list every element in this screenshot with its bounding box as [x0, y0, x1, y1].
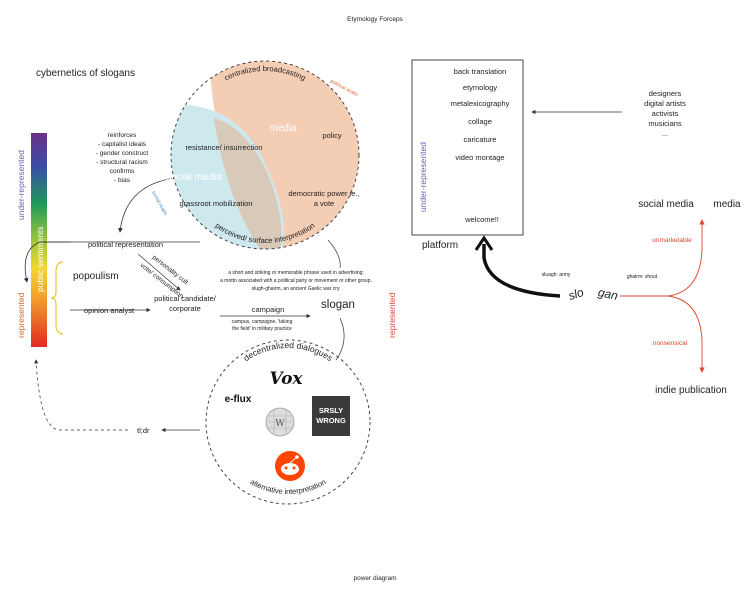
platform-item: caricature	[464, 135, 497, 144]
democratic-power-label: democratic power ie.,	[288, 189, 359, 198]
reinforces-item: - structural racism	[96, 159, 148, 166]
forceps-gan: gan	[597, 285, 620, 303]
grassroot-label: grassroot mobilization	[180, 199, 253, 208]
slogan-definition-line: slugh-ghairm, an ancient Gaelic war cry.	[252, 286, 341, 292]
decentralized-dialogues-arc: decentralized dialogues	[242, 340, 335, 363]
sluagh-note: sluagh: army	[542, 272, 571, 278]
campaign-note-2: the field' in military practice	[232, 326, 292, 332]
reinforces-item: - capitalist ideals	[98, 141, 147, 148]
slogan-to-circle-curve	[327, 239, 341, 269]
slogan-definition-line: a short and striking or memorable phrase…	[228, 270, 364, 276]
dialogues-outline	[205, 339, 371, 505]
slogan-to-dialogues-curve	[335, 317, 345, 361]
spectrum-bracket	[50, 261, 64, 335]
reinforces-item: - gender construct	[96, 150, 149, 157]
creator-item: activists	[652, 109, 679, 118]
footer-caption: power diagram	[354, 575, 397, 582]
creator-item: ...	[662, 129, 668, 138]
reinforces-list: reinforces - capitalist ideals - gender …	[96, 132, 149, 184]
forceps-social-media: social media	[638, 199, 694, 210]
social-media-label: social media	[166, 172, 222, 183]
resistance-label: resistance/ insurrection	[185, 143, 262, 152]
spectrum-label-public: public sentiments	[35, 226, 45, 292]
media-realm-outline	[170, 60, 360, 250]
reinforces-arrow	[118, 177, 176, 233]
unmarketable-label: unmarketable	[652, 237, 692, 244]
candidate-arrow	[137, 253, 181, 291]
political-representation-label: political representation	[88, 240, 163, 249]
nonsensical-label: nonsensical	[653, 340, 688, 347]
reinforces-item: - bias	[114, 177, 131, 184]
spectrum-label-represented: represented	[16, 292, 26, 338]
media-realm-circle: centralized broadcasting perceived/ surf…	[150, 60, 360, 250]
dialogues-circle: decentralized dialogues alternative inte…	[205, 339, 371, 505]
social-realm-label: social realm	[150, 190, 168, 216]
reinforces-item: reinforces	[108, 132, 137, 139]
overlap-region	[214, 118, 282, 249]
forceps-curve-up	[667, 219, 705, 297]
creator-item: digital artists	[644, 99, 686, 108]
page-title: Etymology Forceps	[347, 16, 403, 23]
wrong-text: WRONG	[316, 416, 346, 425]
political-candidate-label: political candidate/	[154, 294, 217, 303]
popoulism-label: popoulism	[73, 271, 119, 282]
creator-item: musicians	[648, 119, 682, 128]
media-label: media	[269, 123, 297, 134]
democratic-power-label-2: a vote	[314, 199, 334, 208]
eflux-logo: e-flux	[225, 394, 252, 405]
platform-item: video montage	[455, 153, 504, 162]
spectrum-loop-curve	[23, 241, 70, 283]
tldr-return-path	[34, 359, 128, 431]
campaign-note: campus, campagne, 'taking	[232, 319, 293, 325]
reinforces-item: confirms	[110, 168, 135, 175]
represented-right-label: represented	[387, 292, 397, 338]
platform-item: metalexicography	[451, 99, 510, 108]
platform-box	[411, 59, 524, 236]
spectrum-label-under: under-represented	[16, 150, 26, 220]
campaign-label: campaign	[252, 305, 285, 314]
forceps-arrowhead	[474, 235, 494, 251]
platform-item: collage	[468, 117, 492, 126]
vox-logo: Vox	[269, 369, 303, 389]
forceps-media: media	[713, 199, 741, 210]
opinion-analyst-label: opinion analyst	[84, 306, 135, 315]
wikipedia-icon: W	[265, 407, 295, 437]
policy-label: policy	[322, 131, 341, 140]
forceps-curve-down	[667, 295, 705, 373]
forceps-slo: slo	[567, 285, 586, 303]
political-candidate-label-2: corporate	[169, 304, 201, 313]
reddit-icon	[275, 451, 305, 481]
forceps-arm-left	[482, 244, 561, 298]
srsly-text: SRSLY	[319, 406, 343, 415]
creator-item: designers	[649, 89, 682, 98]
platform-items: back translation etymology metalexicogra…	[451, 67, 510, 224]
platform-item: back translation	[454, 67, 507, 76]
platform-welcome: welcome!!	[464, 215, 499, 224]
diagram-heading: cybernetics of slogans	[36, 68, 135, 79]
tldr-label: tl;dr	[137, 426, 150, 435]
slogan-label: slogan	[321, 299, 355, 311]
sentiment-spectrum-bar	[31, 133, 47, 347]
slogan-definition-line: a motto associated with a political part…	[220, 278, 372, 284]
platform-side-label: under-represented	[418, 142, 428, 212]
platform-caption: platform	[422, 240, 458, 251]
ghairm-note: ghairm: shout	[627, 274, 658, 280]
srsly-wrong-logo: SRSLY WRONG	[312, 396, 350, 436]
wikipedia-letter: W	[275, 419, 285, 429]
indie-publication-label: indie publication	[655, 385, 727, 396]
creators-list: designers digital artists activists musi…	[644, 89, 686, 138]
platform-item: etymology	[463, 83, 497, 92]
